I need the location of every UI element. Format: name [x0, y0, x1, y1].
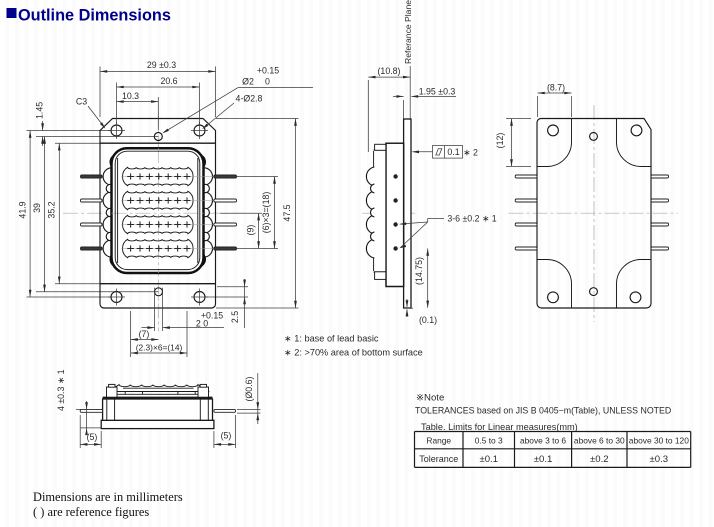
svg-text:(12): (12): [495, 133, 505, 149]
svg-text:C3: C3: [76, 97, 87, 107]
svg-text:∗ 1: base of lead basic: ∗ 1: base of lead basic: [284, 334, 379, 344]
svg-text:4-Ø2.8: 4-Ø2.8: [236, 94, 263, 104]
svg-text:∗ 2: ∗ 2: [463, 147, 478, 157]
svg-text:±0.1: ±0.1: [479, 454, 498, 465]
svg-text:2 0: 2 0: [196, 319, 208, 329]
svg-text:0.5 to 3: 0.5 to 3: [475, 435, 503, 445]
svg-text:0.1: 0.1: [447, 147, 459, 157]
svg-text:(9): (9): [246, 225, 256, 236]
svg-text:(5): (5): [221, 431, 232, 441]
svg-text:(7): (7): [139, 329, 150, 339]
svg-text:above 30 to 120: above 30 to 120: [629, 435, 689, 445]
svg-text:Tolerance: Tolerance: [419, 454, 458, 464]
svg-text:(8.7): (8.7): [547, 83, 565, 93]
svg-text:(5): (5): [87, 432, 98, 442]
svg-text:Table. Limits for Linear measu: Table. Limits for Linear measures(mm): [421, 422, 578, 432]
svg-text:1.45: 1.45: [35, 102, 45, 119]
svg-text:29 ±0.3: 29 ±0.3: [147, 60, 176, 70]
svg-text:TOLERANCES based on JIS B 0405: TOLERANCES based on JIS B 0405−m(Table),…: [415, 406, 671, 416]
svg-text:(14.75): (14.75): [414, 257, 424, 285]
svg-text:±0.3: ±0.3: [650, 454, 669, 465]
svg-text:Dimensions are in millimeters: Dimensions are in millimeters: [33, 490, 183, 504]
svg-text:±0.2: ±0.2: [590, 454, 609, 465]
svg-text:0: 0: [265, 77, 270, 87]
svg-text:∗ 2: >70% area of bottom surfa: ∗ 2: >70% area of bottom surface: [284, 348, 423, 358]
svg-text:20.6: 20.6: [160, 76, 177, 86]
svg-text:+0.15: +0.15: [257, 66, 279, 76]
svg-text:(10.8): (10.8): [378, 66, 401, 76]
svg-text:※Note: ※Note: [416, 393, 444, 404]
svg-text:above 3 to 6: above 3 to 6: [520, 435, 566, 445]
svg-text:Range: Range: [426, 435, 451, 445]
svg-text:(2.3)×6=(14): (2.3)×6=(14): [136, 343, 183, 353]
svg-text:(Ø0.6): (Ø0.6): [244, 376, 254, 401]
svg-text:above 6 to 30: above 6 to 30: [574, 435, 625, 445]
svg-text:(0.1): (0.1): [419, 315, 437, 325]
svg-text:Referance Plane: Referance Plane: [403, 0, 413, 64]
svg-text:41.9: 41.9: [18, 201, 28, 218]
svg-text:Outline Dimensions: Outline Dimensions: [18, 7, 171, 25]
svg-text:39: 39: [32, 203, 42, 213]
svg-text:3-6 ±0.2 ∗ 1: 3-6 ±0.2 ∗ 1: [447, 214, 496, 224]
svg-text:4 ±0.3 ∗ 1: 4 ±0.3 ∗ 1: [56, 369, 66, 411]
svg-text:10.3: 10.3: [122, 91, 139, 101]
svg-text:35.2: 35.2: [47, 201, 57, 218]
svg-text:1.95 ±0.3: 1.95 ±0.3: [419, 87, 456, 97]
svg-text:Ø2: Ø2: [242, 77, 254, 87]
svg-text:2.5: 2.5: [230, 311, 240, 323]
svg-text:47.5: 47.5: [282, 204, 292, 221]
svg-text:( ) are reference figures: ( ) are reference figures: [33, 505, 149, 519]
svg-text:+0.15: +0.15: [201, 311, 223, 321]
svg-text:±0.1: ±0.1: [534, 454, 553, 465]
svg-text:(6)×3=(18): (6)×3=(18): [261, 192, 271, 234]
